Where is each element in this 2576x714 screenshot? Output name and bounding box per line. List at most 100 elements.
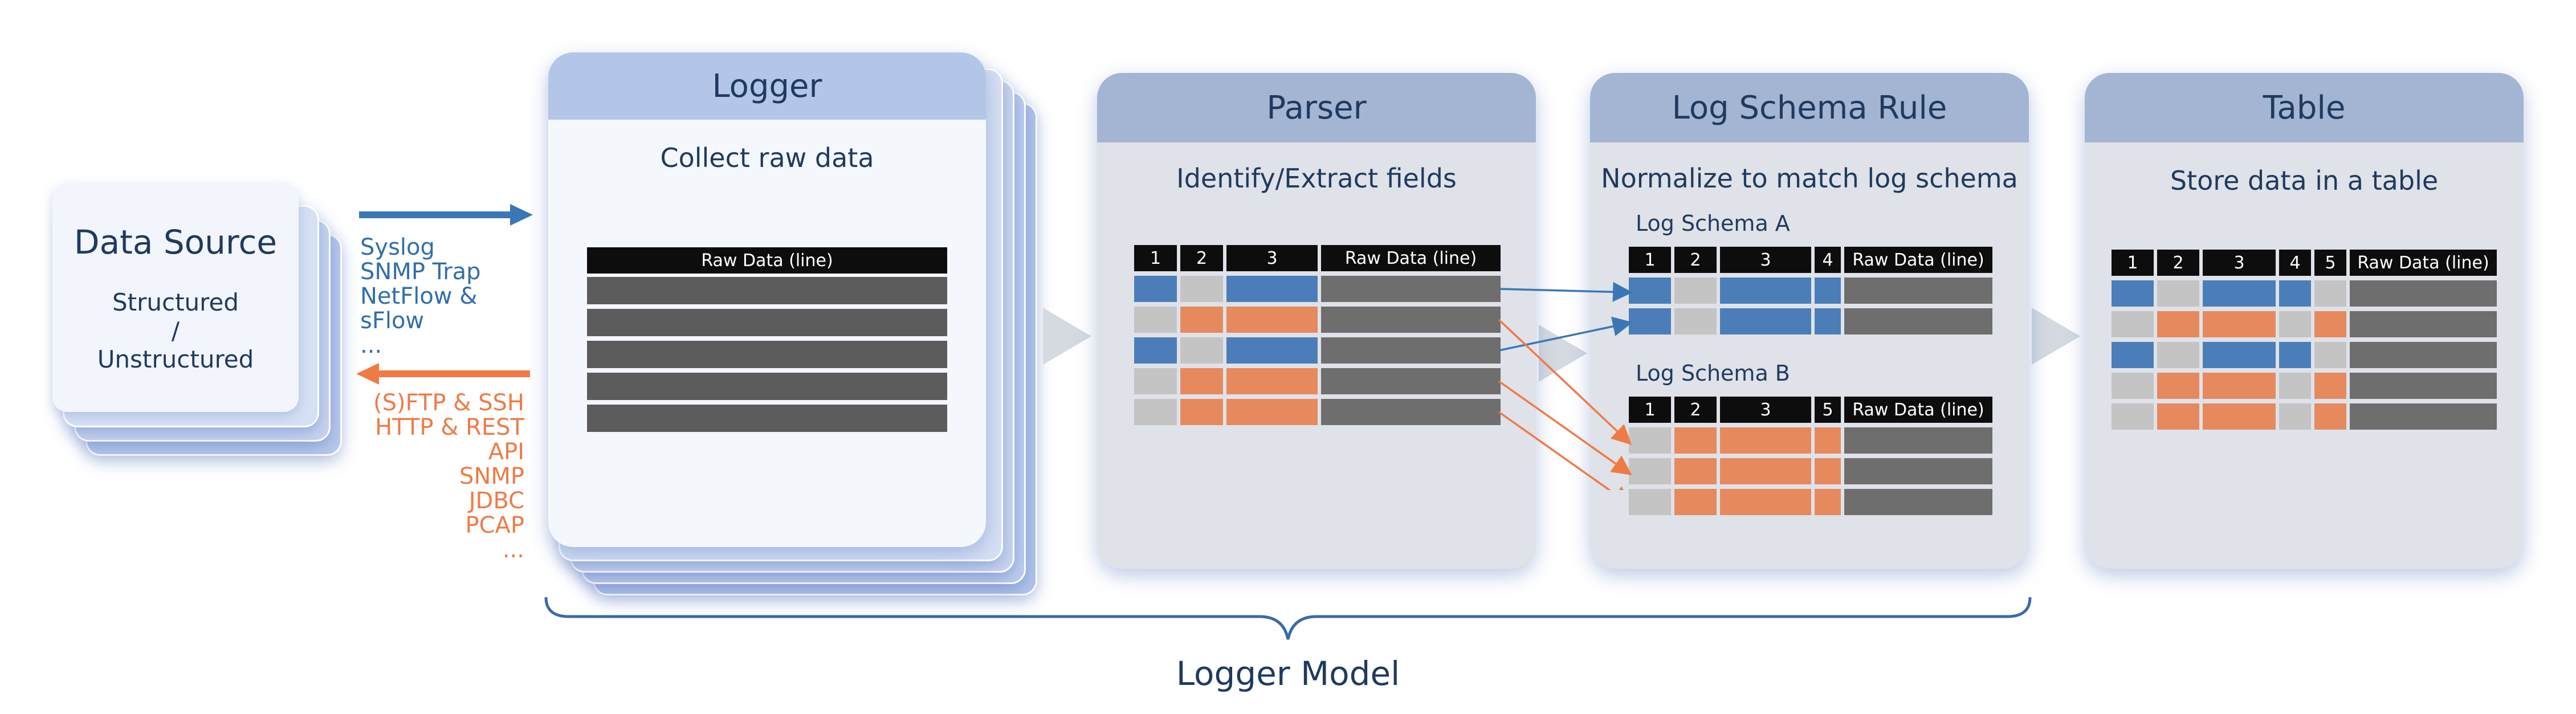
table-cell xyxy=(2350,342,2497,368)
parser-cell xyxy=(1134,276,1177,302)
table-col-header: 2 xyxy=(2157,250,2199,276)
parser-col-header: Raw Data (line) xyxy=(1321,245,1501,271)
table-cell xyxy=(2279,403,2311,430)
logger-subtitle: Collect raw data xyxy=(660,142,874,173)
schema-b-col-header: 3 xyxy=(1720,397,1811,423)
ingest-arrow-head xyxy=(510,204,533,226)
logger-raw-header: Raw Data (line) xyxy=(587,247,947,274)
table-cell xyxy=(2157,280,2199,307)
schema-b-cell xyxy=(1815,458,1841,484)
protocol-pcap: PCAP xyxy=(465,512,524,538)
mapping-arrows xyxy=(1498,281,1633,490)
schema-a-cell xyxy=(1629,308,1671,334)
protocol-ellipsis: ... xyxy=(502,537,524,563)
table-title: Table xyxy=(2085,73,2524,142)
flow-chevron xyxy=(2032,308,2080,365)
schema-b-col-header: 2 xyxy=(1674,397,1717,423)
schema-a-cell xyxy=(1674,278,1717,304)
schema-a-label: Log Schema A xyxy=(1636,211,1790,236)
table-cell xyxy=(2112,373,2154,399)
table-col-header: Raw Data (line) xyxy=(2350,250,2497,276)
parser-cell xyxy=(1180,399,1223,425)
schema-b-cell xyxy=(1674,427,1717,454)
table-cell xyxy=(2314,342,2346,368)
parser-title: Parser xyxy=(1097,73,1536,142)
parser-subtitle: Identify/Extract fields xyxy=(1176,163,1457,194)
table-card: Table Store data in a table 1 2 3 4 5 Ra… xyxy=(2085,73,2524,569)
table-cell xyxy=(2314,311,2346,337)
schema-b-cell xyxy=(1844,458,1992,484)
table-col-header: 4 xyxy=(2279,250,2311,276)
table-cell xyxy=(2157,403,2199,430)
table-col-header: 3 xyxy=(2203,250,2276,276)
data-source-slash: / xyxy=(171,317,180,345)
schema-a-cell xyxy=(1629,278,1671,304)
logger-raw-row xyxy=(587,341,947,368)
table-subtitle: Store data in a table xyxy=(2170,165,2439,196)
export-arrow-head xyxy=(356,363,379,385)
table-cell xyxy=(2350,373,2497,399)
schema-rule-title: Log Schema Rule xyxy=(1590,73,2029,142)
logger-raw-row xyxy=(587,373,947,400)
schema-b-cell xyxy=(1720,427,1811,454)
schema-b-cell xyxy=(1674,489,1717,515)
parser-cell xyxy=(1226,276,1318,302)
protocol-syslog: Syslog xyxy=(360,234,435,260)
schema-a-col-header: 1 xyxy=(1629,247,1671,273)
data-source-card: Data Source Structured / Unstructured xyxy=(52,184,299,412)
schema-b-cell xyxy=(1629,458,1671,484)
parser-cell xyxy=(1180,276,1223,302)
parser-cell xyxy=(1180,337,1223,364)
logger-model-brace xyxy=(544,597,2032,640)
data-source-structured: Structured xyxy=(112,288,239,316)
table-cell xyxy=(2157,342,2199,368)
table-cell xyxy=(2350,403,2497,430)
table-col-header: 1 xyxy=(2112,250,2154,276)
schema-b-cell xyxy=(1629,489,1671,515)
protocol-sftp-ssh: (S)FTP & SSH xyxy=(373,390,524,416)
schema-a-cell xyxy=(1815,278,1841,304)
table-cell xyxy=(2279,373,2311,399)
logger-title: Logger xyxy=(548,52,986,120)
protocol-netflow: NetFlow & sFlow xyxy=(360,283,478,334)
flow-chevron xyxy=(1043,308,1091,365)
table-cell xyxy=(2279,342,2311,368)
map-arrow-orange xyxy=(1498,411,1632,490)
parser-cell xyxy=(1180,368,1223,394)
schema-b-col-header: 1 xyxy=(1629,397,1671,423)
parser-card: Parser Identify/Extract fields 1 2 3 Raw… xyxy=(1097,73,1536,569)
parser-cell xyxy=(1134,368,1177,394)
parser-cell xyxy=(1226,399,1318,425)
data-source-unstructured: Unstructured xyxy=(97,345,254,373)
table-cell xyxy=(2157,373,2199,399)
parser-cell xyxy=(1226,337,1318,364)
schema-b-cell xyxy=(1815,489,1841,515)
parser-cell xyxy=(1226,368,1318,394)
schema-b-col-header: Raw Data (line) xyxy=(1844,397,1992,423)
ingest-protocol-list: Syslog SNMP Trap NetFlow & sFlow ... xyxy=(360,235,548,358)
schema-a-col-header: 3 xyxy=(1720,247,1811,273)
table-cell xyxy=(2314,373,2346,399)
schema-rule-card: Log Schema Rule Normalize to match log s… xyxy=(1590,73,2029,569)
table-cell xyxy=(2203,373,2276,399)
schema-b-cell xyxy=(1815,427,1841,454)
schema-rule-subtitle: Normalize to match log schema xyxy=(1601,163,2018,194)
schema-b-col-header: 5 xyxy=(1815,397,1841,423)
parser-cell xyxy=(1321,307,1501,333)
protocol-arrows xyxy=(356,204,533,385)
map-arrow-orange xyxy=(1498,380,1632,476)
logger-raw-row xyxy=(587,309,947,336)
map-arrow-orange xyxy=(1498,319,1632,445)
table-cell xyxy=(2203,342,2276,368)
schema-b-label: Log Schema B xyxy=(1636,361,1790,386)
table-cell xyxy=(2279,311,2311,337)
schema-b-cell xyxy=(1629,427,1671,454)
map-arrow-blue xyxy=(1498,316,1633,352)
parser-cell xyxy=(1321,399,1501,425)
schema-b-cell xyxy=(1674,458,1717,484)
protocol-ellipsis: ... xyxy=(360,332,382,358)
table-cell xyxy=(2279,280,2311,307)
parser-cell xyxy=(1226,307,1318,333)
table-cell xyxy=(2350,311,2497,337)
protocol-jdbc: JDBC xyxy=(468,488,524,514)
